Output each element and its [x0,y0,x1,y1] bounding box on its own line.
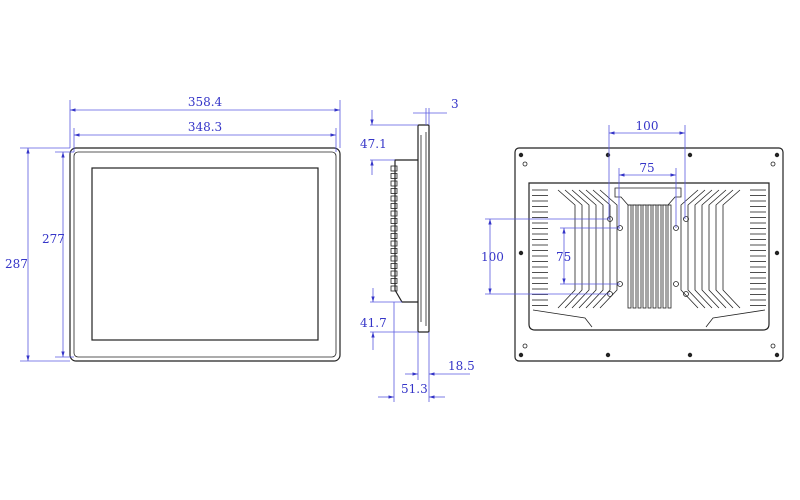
front-bezel-inner [73,151,337,358]
side-fin [390,240,398,247]
label-bezel-thickness: 3 [451,97,459,111]
label-bezel-width: 348.3 [188,120,222,134]
back-cover-outer [514,147,784,362]
angled-fin-right [687,189,706,309]
center-fin [632,204,637,309]
side-fin [390,263,398,269]
center-fin [642,204,647,309]
side-fin [390,233,398,239]
center-fin [662,204,667,309]
angled-fin-left [592,189,611,309]
screw-hole [770,343,776,349]
screw [518,250,524,256]
side-fin [390,165,398,172]
side-fin [390,285,398,292]
side-fin [390,188,398,194]
angled-fin-right [694,189,713,309]
angled-fin-left [564,189,583,309]
side-heatsink-fins [390,165,398,292]
screw [687,152,693,158]
screw [687,352,693,358]
side-fin [390,173,398,179]
side-fin [390,210,398,217]
screw [605,152,611,158]
label-bottom-offset: 41.7 [360,316,387,330]
screw-hole [522,343,528,349]
side-fin [390,203,398,209]
screw [774,352,780,358]
angled-fin-left [578,189,597,309]
heatsink-handle [614,187,682,206]
label-overall-height: 287 [5,257,28,271]
label-vesa-outer-v: 100 [481,250,504,264]
center-fin [652,204,657,309]
angled-fin-left [571,189,590,309]
mounting-screws [518,152,780,358]
angled-fin-left [585,189,604,309]
screw [518,152,524,158]
side-fin [390,180,398,187]
screw [518,352,524,358]
label-vesa-outer-h: 100 [636,119,659,133]
side-front-panel [417,124,430,333]
side-fin [390,218,398,224]
screw-hole [522,161,528,167]
angled-fin-right [708,189,727,309]
screw [774,250,780,256]
label-panel-depth: 18.5 [448,359,475,373]
label-top-offset: 47.1 [360,137,387,151]
screw [605,352,611,358]
back-heatsink-fins [532,189,766,309]
angled-fin-right [715,189,734,309]
front-bezel-outer [69,147,341,362]
screw-hole [770,161,776,167]
back-view: 100 75 100 75 [481,119,784,362]
display-area [91,167,319,341]
center-fin [647,204,652,309]
center-fin [667,204,672,309]
side-fin [390,278,398,284]
center-fin [637,204,642,309]
label-bezel-height: 277 [42,232,65,246]
front-view: 358.4 348.3 287 277 [5,95,341,362]
back-recess [528,182,770,331]
side-fin [390,195,398,202]
angled-fin-left [557,189,576,309]
label-total-depth: 51.3 [401,382,428,396]
side-fin [390,248,398,254]
angled-fin-right [701,189,720,309]
side-fin [390,255,398,262]
center-fin [657,204,662,309]
angled-fin-right [722,189,741,309]
center-fin [627,204,632,309]
label-vesa-inner-h: 75 [639,161,654,175]
side-view: 3 47.1 41.7 18.5 51.3 [360,97,475,402]
angled-fin-left [599,189,618,309]
side-fin [390,270,398,277]
label-overall-width: 358.4 [188,95,223,109]
screw [774,152,780,158]
side-fin [390,225,398,232]
angled-fin-right [680,189,699,309]
label-vesa-inner-v: 75 [556,250,571,264]
side-rear-housing [394,159,418,303]
